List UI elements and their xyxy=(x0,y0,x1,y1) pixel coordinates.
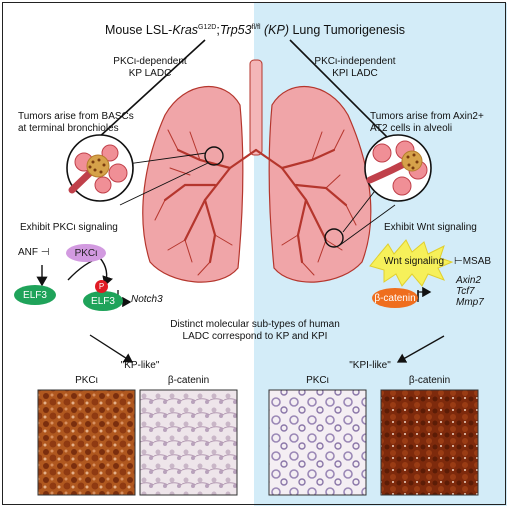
at2-zoom-circle xyxy=(364,134,432,202)
wnt-signaling-label: Wnt signaling xyxy=(383,256,445,267)
kpi-stain-bcatenin-label: β-catenin xyxy=(408,375,451,386)
lungs-illustration xyxy=(142,59,372,283)
figure-title: Mouse LSL-KrasG12D;Trp53fl/fl (KP) Lung … xyxy=(104,23,406,38)
elf3-node: ELF3 xyxy=(14,285,56,305)
basc-zoom-circle xyxy=(66,134,134,202)
arrow-to-kp xyxy=(83,39,206,152)
ihc-kp-pkci xyxy=(37,389,136,496)
kp-signaling-label: Exhibit PKCι signaling xyxy=(20,222,118,233)
ihc-kpi-bcatenin xyxy=(380,389,479,496)
anf-inhibitor-label: ANF ⊣ xyxy=(18,247,50,258)
beta-catenin-node: β-catenin xyxy=(372,288,418,308)
phosphate-badge: P xyxy=(95,280,108,293)
kp-stain-pkci-label: PKCι xyxy=(75,375,98,386)
kpi-dependency-label: PKCι-independent KPI LADC xyxy=(314,56,396,79)
arrow-to-kpi xyxy=(289,39,402,152)
pkci-node: PKCι xyxy=(66,244,106,262)
kp-dependency-label: PKCι-dependent KP LADC xyxy=(113,56,187,79)
kpi-origin-label: Tumors arise from Axin2+ AT2 cells in al… xyxy=(370,111,484,134)
phospho-elf3-node: ELF3 xyxy=(83,291,123,311)
ihc-kpi-pkci xyxy=(268,389,367,496)
kpi-like-label: "KPI-like" xyxy=(349,360,391,371)
wnt-signaling-burst xyxy=(369,239,454,287)
human-ladc-subtypes-label: Distinct molecular sub-types of human LA… xyxy=(170,319,340,342)
kpi-signaling-label: Exhibit Wnt signaling xyxy=(384,222,477,233)
msab-inhibitor-label: ⊢MSAB xyxy=(454,256,492,267)
wnt-target-genes: Axin2 Tcf7 Mmp7 xyxy=(456,275,484,308)
kp-like-label: "KP-like" xyxy=(120,360,160,371)
kp-origin-label: Tumors arise from BASCs at terminal bron… xyxy=(18,111,134,134)
notch3-gene: Notch3 xyxy=(131,294,163,305)
kp-stain-bcatenin-label: β-catenin xyxy=(167,375,210,386)
kpi-stain-pkci-label: PKCι xyxy=(306,375,329,386)
ihc-kp-bcatenin xyxy=(139,389,238,496)
